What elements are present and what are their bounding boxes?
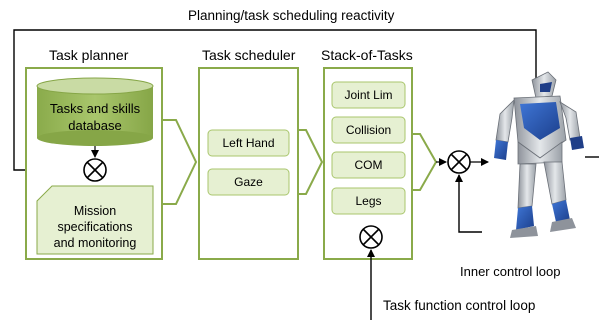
scheduler-task-left-hand: Left Hand: [222, 136, 275, 150]
controller-summing-junction: [447, 150, 471, 174]
inner-control-loop-line: [455, 174, 482, 233]
sot-pill-collision: [331, 116, 406, 144]
database-label-line2: database: [68, 118, 122, 133]
stack-of-tasks-title: Stack-of-Tasks: [321, 47, 413, 63]
humanoid-robot-image: [494, 71, 584, 238]
mission-label: Mission specifications and monitoring: [37, 203, 153, 251]
scheduler-task-gaze: Gaze: [234, 175, 263, 189]
database-label: Tasks and skills database: [37, 100, 153, 134]
sot-to-controller-arrow: [411, 133, 438, 191]
scheduler-task-pill-left-hand: [207, 129, 290, 157]
planner-summing-junction: [83, 158, 107, 182]
mission-note: [36, 185, 154, 255]
mission-label-line3: and monitoring: [53, 236, 137, 250]
database-label-line1: Tasks and skills: [49, 101, 141, 116]
sot-task-com: COM: [354, 158, 383, 172]
sot-summing-junction: [359, 225, 383, 249]
task-planner-title: Task planner: [49, 47, 129, 63]
inner-control-loop-label: Inner control loop: [460, 264, 561, 279]
mission-label-line2: specifications: [57, 220, 133, 234]
scheduler-to-sot-arrow: [297, 129, 324, 195]
sot-task-collision: Collision: [345, 123, 392, 137]
planner-to-scheduler-arrow: [161, 119, 198, 205]
scheduler-task-pill-gaze: [207, 168, 290, 196]
sot-pill-legs: [331, 187, 406, 215]
sot-task-joint-lim: Joint Lim: [344, 88, 393, 102]
task-scheduler-title: Task scheduler: [202, 47, 296, 63]
task-scheduler-block: [198, 67, 299, 260]
planning-reactivity-label: Planning/task scheduling reactivity: [188, 8, 395, 23]
sot-pill-joint-lim: [331, 81, 406, 109]
sot-pill-com: [331, 151, 406, 179]
task-function-loop-label: Task function control loop: [383, 298, 536, 313]
database-icon: [36, 77, 154, 146]
mission-label-line1: Mission: [73, 204, 117, 218]
sot-task-legs: Legs: [355, 194, 382, 208]
